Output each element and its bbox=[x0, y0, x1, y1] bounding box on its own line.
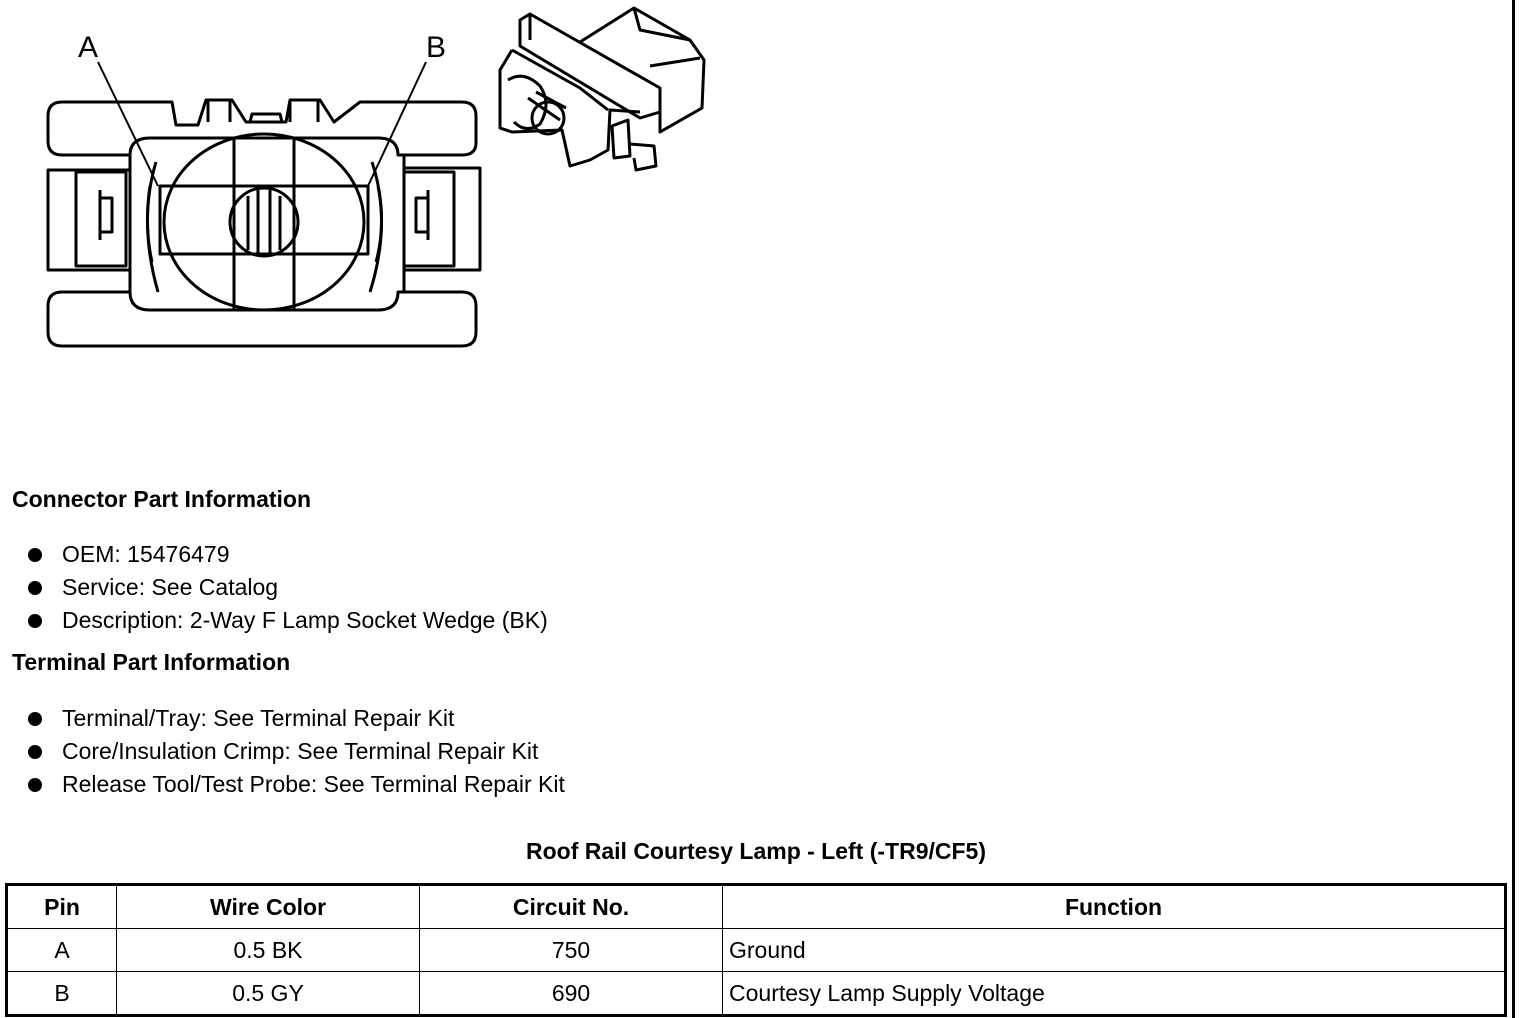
bullet-icon bbox=[28, 778, 42, 792]
bullet-icon bbox=[28, 548, 42, 562]
page-border-rule bbox=[1512, 0, 1515, 1018]
pin-table: Pin Wire Color Circuit No. Function A 0.… bbox=[5, 883, 1507, 1017]
connector-face-diagram: A B bbox=[46, 31, 482, 348]
cell-wire-color: 0.5 GY bbox=[116, 971, 420, 1016]
terminal-info-list: Terminal/Tray: See Terminal Repair Kit C… bbox=[28, 702, 565, 801]
list-item: Core/Insulation Crimp: See Terminal Repa… bbox=[28, 735, 565, 768]
column-header-pin: Pin bbox=[6, 884, 117, 929]
pin-table-title: Roof Rail Courtesy Lamp - Left (-TR9/CF5… bbox=[525, 838, 986, 864]
list-item-text: OEM: 15476479 bbox=[62, 541, 230, 567]
bullet-icon bbox=[28, 581, 42, 595]
column-header-wire-color: Wire Color bbox=[116, 884, 420, 929]
bullet-icon bbox=[28, 712, 42, 726]
connector-isometric-diagram bbox=[498, 6, 706, 172]
list-item: OEM: 15476479 bbox=[28, 538, 548, 571]
cell-function: Courtesy Lamp Supply Voltage bbox=[722, 971, 1506, 1016]
terminal-info-heading: Terminal Part Information bbox=[12, 649, 291, 675]
table-row: A 0.5 BK 750 Ground bbox=[6, 928, 1506, 972]
column-header-circuit-no: Circuit No. bbox=[419, 884, 723, 929]
connector-info-list: OEM: 15476479 Service: See Catalog Descr… bbox=[28, 538, 548, 637]
list-item: Service: See Catalog bbox=[28, 571, 548, 604]
bullet-icon bbox=[28, 745, 42, 759]
list-item-text: Terminal/Tray: See Terminal Repair Kit bbox=[62, 705, 455, 731]
list-item-text: Service: See Catalog bbox=[62, 574, 279, 600]
pin-a-label: A bbox=[78, 31, 98, 64]
cell-function: Ground bbox=[722, 928, 1506, 972]
list-item: Description: 2-Way F Lamp Socket Wedge (… bbox=[28, 604, 548, 637]
table-header-row: Pin Wire Color Circuit No. Function bbox=[6, 884, 1506, 929]
column-header-function: Function bbox=[722, 884, 1506, 929]
pin-b-label: B bbox=[426, 31, 446, 64]
cell-circuit-no: 750 bbox=[419, 928, 723, 972]
list-item-text: Description: 2-Way F Lamp Socket Wedge (… bbox=[62, 607, 548, 633]
list-item: Terminal/Tray: See Terminal Repair Kit bbox=[28, 702, 565, 735]
cell-circuit-no: 690 bbox=[419, 971, 723, 1016]
cell-wire-color: 0.5 BK bbox=[116, 928, 420, 972]
cell-pin: B bbox=[6, 971, 117, 1016]
list-item-text: Release Tool/Test Probe: See Terminal Re… bbox=[62, 771, 565, 797]
table-row: B 0.5 GY 690 Courtesy Lamp Supply Voltag… bbox=[6, 971, 1506, 1016]
connector-info-heading: Connector Part Information bbox=[12, 486, 312, 512]
list-item-text: Core/Insulation Crimp: See Terminal Repa… bbox=[62, 738, 539, 764]
list-item: Release Tool/Test Probe: See Terminal Re… bbox=[28, 768, 565, 801]
cell-pin: A bbox=[6, 928, 117, 972]
bullet-icon bbox=[28, 614, 42, 628]
